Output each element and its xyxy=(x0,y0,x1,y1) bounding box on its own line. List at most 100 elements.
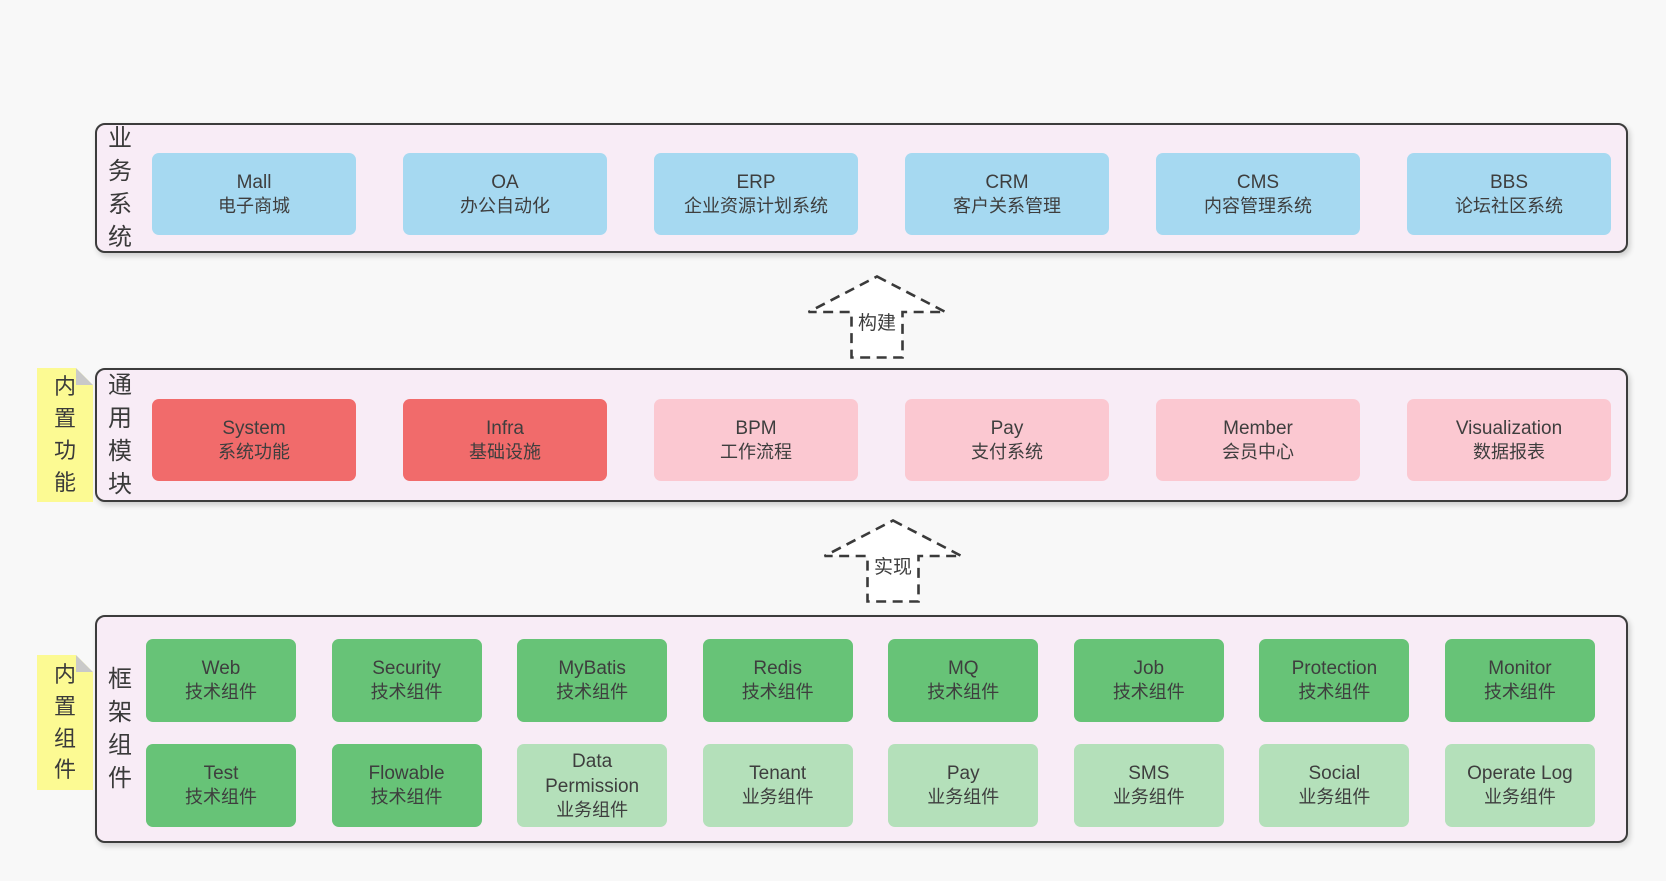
box-title: Web xyxy=(201,658,241,680)
box-title: Job xyxy=(1133,658,1165,680)
box-subtitle: 业务组件 xyxy=(1483,787,1556,808)
panel-common-modules: 通用模块 System 系统功能 Infra 基础设施 BPM 工作流程 Pay… xyxy=(95,368,1628,502)
box-subtitle: 业务组件 xyxy=(741,787,814,808)
box-system: System 系统功能 xyxy=(152,399,356,481)
panel-label-framework-components: 框架组件 xyxy=(108,665,132,793)
box-title: Infra xyxy=(485,417,525,439)
framework-components-row-1: Web 技术组件 Security 技术组件 MyBatis 技术组件 Redi… xyxy=(146,639,1595,722)
sticky-note-label: 内置组件 xyxy=(53,661,76,783)
box-subtitle: 办公自动化 xyxy=(460,195,550,216)
box-subtitle: 技术组件 xyxy=(1112,682,1185,703)
box-cms: CMS 内容管理系统 xyxy=(1156,153,1360,235)
box-erp: ERP 企业资源计划系统 xyxy=(654,153,858,235)
box-social: Social 业务组件 xyxy=(1259,744,1410,827)
arrow-build-label: 构建 xyxy=(855,313,899,336)
box-subtitle: 技术组件 xyxy=(1483,682,1556,703)
box-title: System xyxy=(222,417,286,439)
box-title: Tenant xyxy=(749,763,807,785)
box-redis: Redis 技术组件 xyxy=(702,639,853,722)
arrow-build: 构建 xyxy=(807,275,947,359)
box-test: Test 技术组件 xyxy=(146,744,296,827)
box-infra: Infra 基础设施 xyxy=(403,399,607,481)
box-subtitle: 业务组件 xyxy=(1112,787,1185,808)
box-mq: MQ 技术组件 xyxy=(888,639,1039,722)
box-bpm: BPM 工作流程 xyxy=(654,399,858,481)
box-subtitle: 数据报表 xyxy=(1473,441,1545,462)
box-job: Job 技术组件 xyxy=(1073,639,1224,722)
box-mall: Mall 电子商城 xyxy=(152,153,356,235)
box-title: CRM xyxy=(985,171,1029,193)
box-flowable: Flowable 技术组件 xyxy=(331,744,482,827)
framework-components-row-2: Test 技术组件 Flowable 技术组件 Data Permission … xyxy=(146,744,1595,827)
box-title: Monitor xyxy=(1488,658,1552,680)
panel-label-common-modules: 通用模块 xyxy=(108,371,132,499)
box-subtitle: 技术组件 xyxy=(741,682,814,703)
box-title: Redis xyxy=(753,658,802,680)
panel-business-systems: 业务系统 Mall 电子商城 OA 办公自动化 ERP 企业资源计划系统 CRM… xyxy=(95,123,1628,253)
box-subtitle: 系统功能 xyxy=(218,441,290,462)
box-subtitle: 基础设施 xyxy=(469,441,541,462)
box-subtitle: 技术组件 xyxy=(185,787,257,808)
box-sms: SMS 业务组件 xyxy=(1073,744,1224,827)
arrow-implement-label: 实现 xyxy=(871,557,915,580)
box-pay-module: Pay 支付系统 xyxy=(905,399,1109,481)
box-member: Member 会员中心 xyxy=(1156,399,1360,481)
box-subtitle: 工作流程 xyxy=(720,441,792,462)
box-subtitle: 电子商城 xyxy=(218,195,290,216)
box-subtitle: 技术组件 xyxy=(185,682,257,703)
box-title: Pay xyxy=(990,417,1024,439)
box-title: Data Permission xyxy=(545,750,640,797)
box-monitor: Monitor 技术组件 xyxy=(1444,639,1595,722)
box-title: Flowable xyxy=(368,763,445,785)
box-title: MyBatis xyxy=(558,658,626,680)
box-title: Visualization xyxy=(1455,417,1563,439)
box-title: Mall xyxy=(236,171,272,193)
box-visualization: Visualization 数据报表 xyxy=(1407,399,1611,481)
common-modules-row: System 系统功能 Infra 基础设施 BPM 工作流程 Pay 支付系统… xyxy=(152,399,1611,481)
box-title: BBS xyxy=(1489,171,1529,193)
box-title: Member xyxy=(1223,417,1293,439)
sticky-note-built-in-components: 内置组件 xyxy=(37,655,93,790)
box-title: SMS xyxy=(1128,763,1170,785)
box-protection: Protection 技术组件 xyxy=(1259,639,1410,722)
box-title: MQ xyxy=(947,658,979,680)
folded-corner-icon xyxy=(76,655,93,672)
box-subtitle: 技术组件 xyxy=(556,682,629,703)
sticky-note-built-in-features: 内置功能 xyxy=(37,368,93,502)
box-title: Operate Log xyxy=(1467,763,1573,785)
box-title: BPM xyxy=(735,417,777,439)
box-pay-component: Pay 业务组件 xyxy=(888,744,1039,827)
box-title: OA xyxy=(491,171,519,193)
box-subtitle: 技术组件 xyxy=(1298,682,1371,703)
panel-framework-components: 框架组件 Web 技术组件 Security 技术组件 MyBatis 技术组件… xyxy=(95,615,1628,843)
box-crm: CRM 客户关系管理 xyxy=(905,153,1109,235)
folded-corner-icon xyxy=(76,368,93,385)
business-systems-row: Mall 电子商城 OA 办公自动化 ERP 企业资源计划系统 CRM 客户关系… xyxy=(152,153,1611,235)
box-subtitle: 企业资源计划系统 xyxy=(684,195,828,216)
box-bbs: BBS 论坛社区系统 xyxy=(1407,153,1611,235)
box-subtitle: 支付系统 xyxy=(971,441,1043,462)
box-title: Pay xyxy=(946,763,980,785)
box-web: Web 技术组件 xyxy=(146,639,296,722)
sticky-note-label: 内置功能 xyxy=(53,374,76,495)
box-oa: OA 办公自动化 xyxy=(403,153,607,235)
panel-label-business-systems: 业务系统 xyxy=(108,124,132,252)
box-subtitle: 业务组件 xyxy=(1298,787,1371,808)
box-tenant: Tenant 业务组件 xyxy=(702,744,853,827)
box-title: Protection xyxy=(1291,658,1378,680)
box-subtitle: 业务组件 xyxy=(927,787,1000,808)
box-operate-log: Operate Log 业务组件 xyxy=(1444,744,1595,827)
box-title: Security xyxy=(372,658,441,680)
box-subtitle: 会员中心 xyxy=(1222,441,1294,462)
box-subtitle: 业务组件 xyxy=(556,799,629,820)
box-title: ERP xyxy=(736,171,776,193)
box-data-permission: Data Permission 业务组件 xyxy=(517,744,668,827)
box-subtitle: 技术组件 xyxy=(927,682,1000,703)
box-subtitle: 客户关系管理 xyxy=(953,195,1061,216)
box-title: CMS xyxy=(1236,171,1280,193)
box-subtitle: 论坛社区系统 xyxy=(1455,195,1563,216)
box-mybatis: MyBatis 技术组件 xyxy=(517,639,668,722)
box-title: Test xyxy=(203,763,239,785)
box-subtitle: 技术组件 xyxy=(370,787,443,808)
